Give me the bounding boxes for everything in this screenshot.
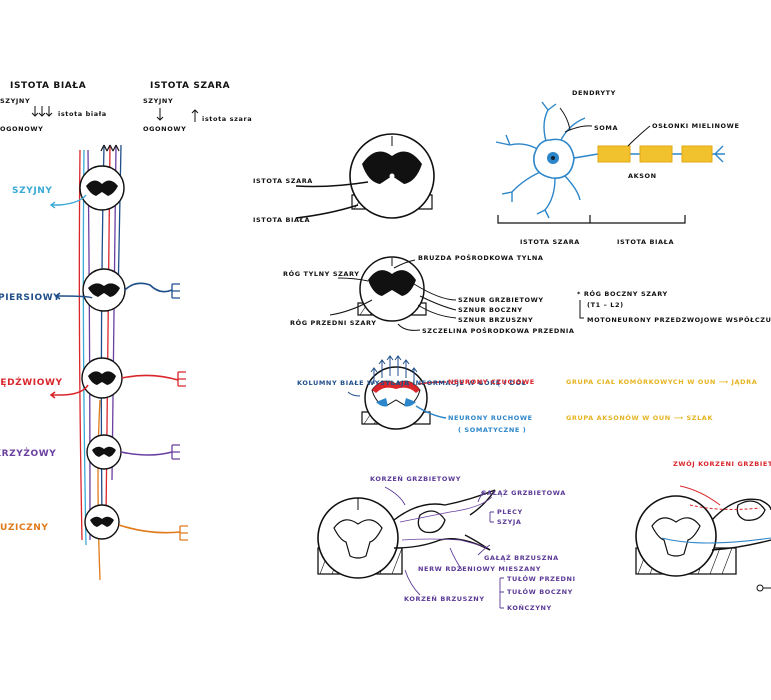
header-white-matter: ISTOTA BIAŁA	[10, 81, 86, 91]
label-dorsal-branch: GAŁĄŹ GRZBIETOWA	[481, 488, 566, 497]
segment-label-lumbar: LĘDŹWIOWY	[0, 376, 63, 388]
label-somatic: ( SOMATYCZNE )	[458, 426, 526, 434]
label-limbs: KOŃCZYNY	[507, 603, 552, 612]
label-ventral-horn: RÓG PRZEDNI SZARY	[290, 318, 377, 327]
label-white-matter-neuron: ISTOTA BIAŁA	[617, 238, 674, 246]
cord-section-thoracic	[54, 268, 180, 312]
white-matter-arrows-icon	[31, 106, 53, 117]
label-dorsal-root-ganglion: ZWÓJ KORZENI GRZBIETOWYCH	[673, 459, 771, 468]
label-axon: AKSON	[628, 172, 657, 180]
segment-label-cervical: SZYJNY	[12, 186, 53, 196]
segment-label-thoracic: PIERSIOWY	[0, 293, 60, 303]
cord-section-cervical	[49, 165, 125, 211]
label-sensory-neurons: NEURONY CZUCIOWE	[448, 378, 535, 386]
segment-label-coccygeal: GUZICZNY	[0, 523, 49, 533]
header-grey-matter: ISTOTA SZARA	[150, 81, 230, 91]
col1-bottom-label: OGONOWY	[0, 125, 43, 133]
label-cns-nuclei: GRUPA CIAŁ KOMÓRKOWYCH W OUN ⟶ JĄDRA	[566, 377, 757, 386]
label-lateral-horn-desc: MOTONEURONY PRZEDZWOJOWE WSPÓŁCZULNE	[587, 315, 771, 324]
label-motor-neurons: NEURONY RUCHOWE	[448, 414, 533, 422]
label-dorsal-horn: RÓG TYLNY SZARY	[283, 269, 360, 278]
label-soma: SOMA	[594, 124, 618, 132]
dorsal-root-ganglion-diagram: ZWÓJ KORZENI GRZBIETOWYCH	[635, 459, 771, 592]
label-ventral-root: KORZEŃ BRZUSZNY	[404, 594, 485, 603]
label-trunk-side: TUŁÓW BOCZNY	[507, 587, 573, 596]
spinal-nerve-roots-diagram: KORZEŃ GRZBIETOWY GAŁĄŹ GRZBIETOWA PLECY…	[317, 474, 576, 612]
label-anterior-fissure: SZCZELINA POŚRODKOWA PRZEDNIA	[422, 326, 575, 335]
cord-section-coccygeal	[84, 504, 188, 541]
label-trunk-front: TUŁÓW PRZEDNI	[507, 574, 576, 583]
grey-matter-arrow-icon	[156, 108, 199, 122]
col2-bottom-label: OGONOWY	[143, 125, 186, 133]
label-ventral-funiculus: SZNUR BRZUSZNY	[458, 316, 533, 324]
col1-arrow-note: istota biała	[58, 110, 107, 118]
label-grey-matter-1: ISTOTA SZARA	[253, 177, 313, 185]
col2-arrow-note: istota szara	[202, 115, 252, 123]
label-myelin: OSŁONKI MIELINOWE	[652, 122, 740, 130]
neuron-diagram: DENDRYTY SOMA OSŁONKI MIELINOWE AKSON IS…	[495, 89, 740, 246]
label-lateral-horn: * RÓG BOCZNY SZARY	[577, 289, 668, 298]
col1-top-label: SZYJNY	[0, 97, 30, 105]
cross-section-grey-white: ISTOTA SZARA ISTOTA BIAŁA	[253, 133, 435, 224]
cord-section-sacral	[86, 434, 180, 470]
label-mixed-nerve: NERW RDZENIOWY MIESZANY	[418, 565, 541, 573]
cord-section-lumbar	[49, 357, 186, 399]
horns-funiculi-diagram: RÓG TYLNY SZARY RÓG PRZEDNI SZARY BRUZDA…	[283, 253, 771, 335]
label-dorsal-root: KORZEŃ GRZBIETOWY	[370, 474, 461, 483]
sensory-motor-diagram: KOLUMNY BIAŁE WYSYŁAJĄ INFORMACJE W GÓRĘ…	[297, 355, 757, 434]
label-back: PLECY	[497, 508, 523, 516]
label-grey-matter-neuron: ISTOTA SZARA	[520, 238, 580, 246]
label-dendrites: DENDRYTY	[572, 89, 616, 97]
label-ventral-branch: GAŁĄŹ BRZUSZNA	[484, 553, 559, 562]
label-lateral-horn-range: (T1 – L2)	[587, 301, 624, 309]
spinal-cord-segments-panel: ISTOTA BIAŁA ISTOTA SZARA SZYJNY OGONOWY…	[0, 81, 252, 581]
label-white-matter-1: ISTOTA BIAŁA	[253, 216, 310, 224]
segment-label-sacral: KRZYŻOWY	[0, 448, 56, 459]
myelin-sheaths	[597, 145, 713, 163]
label-dorsal-funiculus: SZNUR GRZBIETOWY	[458, 296, 544, 304]
col2-top-label: SZYJNY	[143, 97, 173, 105]
label-cns-tracts: GRUPA AKSONÓW W OUN ⟶ SZLAK	[566, 413, 713, 422]
label-white-columns: KOLUMNY BIAŁE WYSYŁAJĄ INFORMACJE W GÓRĘ…	[297, 378, 526, 387]
label-lateral-funiculus: SZNUR BOCZNY	[458, 306, 523, 314]
dendrites-icon	[495, 101, 586, 219]
label-neck: SZYJA	[497, 518, 522, 526]
label-posterior-sulcus: BRUZDA POŚRODKOWA TYLNA	[418, 253, 544, 262]
